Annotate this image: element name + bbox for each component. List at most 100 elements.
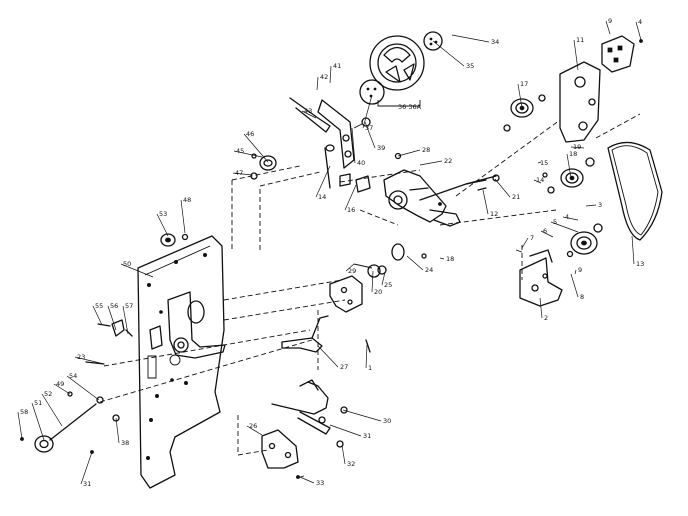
callout-c52: 52 <box>44 390 52 398</box>
leader-c9 <box>605 20 611 35</box>
leader-c25 <box>381 271 386 286</box>
leader-c46 <box>243 133 269 163</box>
leader-c35 <box>432 40 465 67</box>
callout-c7: 7 <box>530 234 534 242</box>
callout-c21: 21 <box>512 193 520 201</box>
leader-c20 <box>371 270 374 293</box>
plate-9 <box>601 35 643 73</box>
leader-c16 <box>344 184 357 211</box>
callout-labels: 1234567899411121314141516171819202122232… <box>20 17 644 488</box>
callout-c30: 30 <box>383 417 391 425</box>
callout-c33: 33 <box>316 479 324 487</box>
callout-c37: 37 <box>365 124 373 132</box>
leader-c11 <box>573 39 579 71</box>
leader-c45 <box>233 150 263 158</box>
callout-c57: 57 <box>125 302 133 310</box>
callout-c54: 54 <box>69 372 77 380</box>
bracket-2 <box>515 249 563 307</box>
bushing-24 <box>353 243 427 278</box>
callout-c42: 42 <box>320 73 328 81</box>
callout-c8: 8 <box>580 293 584 301</box>
callout-c13: 13 <box>636 260 644 268</box>
callout-c40: 40 <box>357 159 365 167</box>
leader-c22 <box>419 160 443 166</box>
leader-c52 <box>41 393 63 427</box>
callout-c27: 27 <box>340 363 348 371</box>
pulley-36 <box>369 35 425 91</box>
callout-c5: 5 <box>553 218 557 226</box>
leader-c3 <box>585 204 597 207</box>
leader-c18 <box>566 153 572 179</box>
leader-c54 <box>66 375 100 401</box>
callout-c18b: 18 <box>446 255 454 263</box>
callout-c32: 32 <box>347 460 355 468</box>
lever-30 <box>271 379 348 448</box>
leader-c55 <box>92 305 103 326</box>
leader-c14 <box>315 165 331 198</box>
drive-pulley-5 <box>566 223 603 258</box>
callout-c39: 39 <box>377 144 385 152</box>
lever-bracket <box>289 97 371 189</box>
leader-c49 <box>53 383 71 395</box>
assembly-lines <box>99 113 641 456</box>
leader-c40 <box>351 127 356 164</box>
callout-c18: 18 <box>569 150 577 158</box>
callout-c56: 56 <box>110 302 118 310</box>
leader-c47 <box>232 172 253 176</box>
callout-c38: 38 <box>121 439 129 447</box>
callout-c20: 20 <box>374 288 382 296</box>
callout-c31: 31 <box>363 432 371 440</box>
plate-20 <box>329 275 363 313</box>
pulley-53 <box>160 233 189 247</box>
leader-c43 <box>301 110 317 119</box>
callout-c28: 28 <box>422 146 430 154</box>
leader-c17 <box>517 83 523 109</box>
callout-c46: 46 <box>246 130 254 138</box>
callout-c11: 11 <box>576 36 584 44</box>
leader-c29 <box>345 263 355 272</box>
leader-c18b <box>439 257 445 260</box>
leader-lines <box>17 20 642 485</box>
shaft-21 <box>465 174 500 191</box>
group-label-36: 36 36A <box>398 103 422 111</box>
leader-c31 <box>329 424 362 437</box>
leader-c4 <box>562 216 579 221</box>
leader-c48 <box>180 199 186 234</box>
callout-c29: 29 <box>348 267 356 275</box>
leader-c1 <box>365 344 368 369</box>
callout-c14b: 14 <box>536 176 544 184</box>
callout-c51: 51 <box>34 399 42 407</box>
callout-c19: 19 <box>573 143 581 151</box>
leader-c28 <box>397 149 421 157</box>
callout-c26: 26 <box>249 422 257 430</box>
callout-c31b: 31 <box>83 480 91 488</box>
hub-37 <box>359 79 385 105</box>
leader-c51 <box>31 402 45 441</box>
group-bracket <box>377 100 421 107</box>
leader-c5 <box>550 221 579 233</box>
callout-c14: 14 <box>318 193 326 201</box>
callout-c23: 23 <box>77 353 85 361</box>
callout-c6: 6 <box>543 227 547 235</box>
bracket-26 <box>261 429 305 479</box>
leader-c12 <box>482 189 489 215</box>
idler-pulley-18 <box>542 157 595 194</box>
callout-c22: 22 <box>444 157 452 165</box>
leader-c33 <box>299 476 315 484</box>
leader-c53 <box>156 213 169 237</box>
idler-bracket-11 <box>559 61 601 143</box>
callout-c4: 4 <box>565 213 569 221</box>
callout-c50: 50 <box>123 260 131 268</box>
leader-c58 <box>17 411 23 440</box>
leader-c50 <box>120 263 154 278</box>
handle-55 <box>97 319 133 337</box>
leader-c13 <box>631 235 635 265</box>
leader-c24 <box>406 255 424 271</box>
leader-c31b <box>80 451 93 485</box>
leader-c30 <box>342 409 382 422</box>
leader-c8 <box>570 273 579 298</box>
callout-c47: 47 <box>235 169 243 177</box>
callout-c3: 3 <box>598 201 602 209</box>
leader-c6 <box>540 230 554 238</box>
